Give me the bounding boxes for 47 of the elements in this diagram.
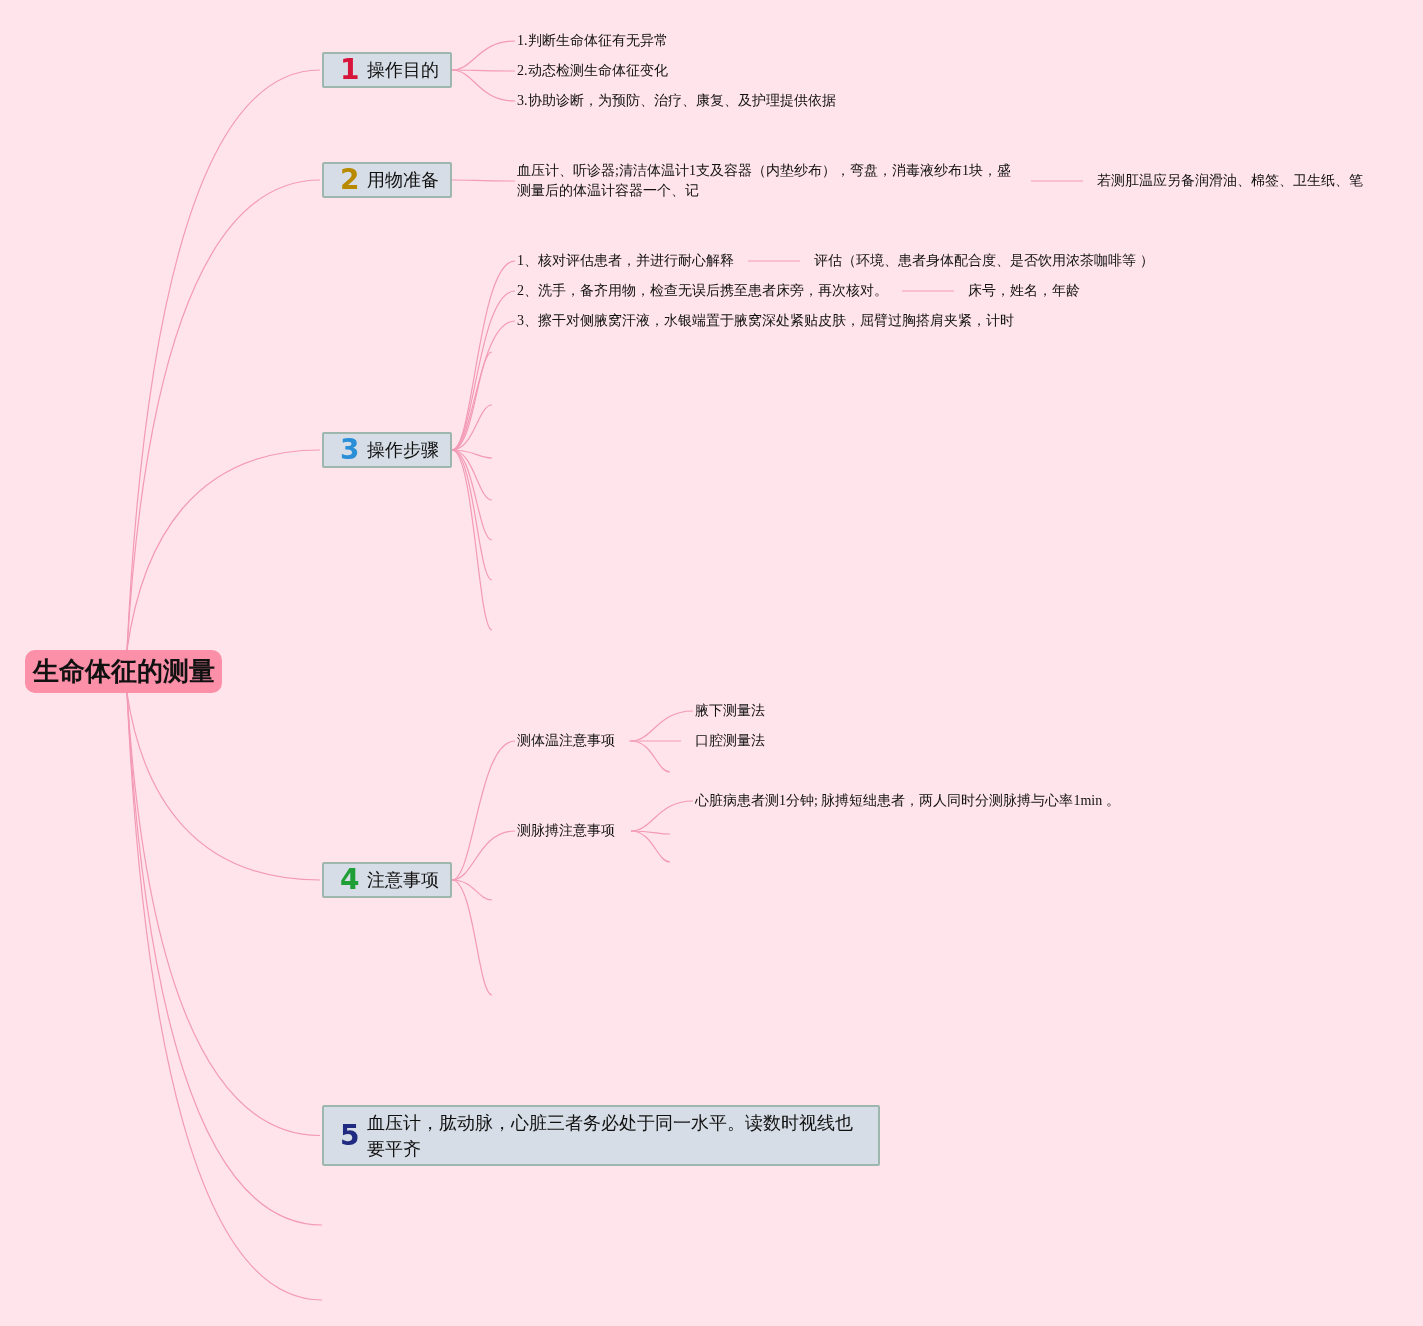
topic-label: 操作步骤 — [367, 439, 440, 462]
topic-text: 1、核对评估患者，并进行耐心解释 — [517, 251, 734, 271]
branch-line — [451, 449, 493, 631]
topic-number: 3 — [340, 436, 360, 464]
branch-line — [126, 69, 321, 651]
topic-box — [322, 162, 452, 198]
topic-box — [322, 52, 452, 88]
topic-text: 2、洗手，备齐用物，检查无误后携至患者床旁，再次核对。 — [517, 281, 888, 301]
topic-text: 若测肛温应另备润滑油、棉签、卫生纸、笔 — [1097, 171, 1363, 191]
topic-text: 血压计、听诊器;清洁体温计1支及容器（内垫纱布），弯盘，消毒液纱布1块，盛测量后的体温计容器一个、记 — [517, 161, 1017, 201]
branch-line — [126, 449, 321, 651]
topic-text: 腋下测量法 — [695, 701, 765, 721]
topic-number: 2 — [340, 166, 360, 194]
root-topic: 生命体征的测量 — [25, 650, 222, 693]
topic-text: 1.判断生命体征有无异常 — [517, 31, 668, 51]
branch-line — [451, 179, 516, 182]
branch-line — [126, 179, 321, 651]
topic-number: 4 — [340, 866, 360, 894]
branch-line — [1030, 180, 1084, 182]
topic-text: 测体温注意事项 — [517, 731, 615, 751]
branch-line — [630, 740, 671, 773]
topic-number: 5 — [340, 1121, 360, 1150]
topic-box — [322, 862, 452, 898]
topic-text: 3、擦干对侧腋窝汗液，水银端置于腋窝深处紧贴皮肤，屈臂过胸搭肩夹紧，计时 — [517, 311, 1014, 331]
branch-line — [630, 830, 671, 835]
topic-text: 3.协助诊断，为预防、治疗、康复、及护理提供依据 — [517, 91, 836, 111]
topic-text: 测脉搏注意事项 — [517, 821, 615, 841]
topic-label: 注意事项 — [367, 869, 440, 892]
topic-label: 操作目的 — [367, 59, 440, 82]
topic-box — [322, 432, 452, 468]
topic-text: 评估（环境、患者身体配合度、是否饮用浓茶咖啡等 ） — [814, 251, 1154, 271]
branch-line — [451, 879, 493, 996]
topic-text: 心脏病患者测1分钟; 脉搏短绌患者，两人同时分测脉搏与心率1min 。 — [695, 791, 1120, 811]
branch-line — [451, 69, 516, 72]
branch-line — [747, 260, 801, 262]
topic-text: 口腔测量法 — [695, 731, 765, 751]
branch-line — [630, 830, 671, 863]
topic-label: 用物准备 — [367, 169, 440, 192]
branch-line — [451, 69, 516, 102]
topic-text: 2.动态检测生命体征变化 — [517, 61, 668, 81]
branch-line — [901, 290, 955, 292]
branch-line — [451, 879, 493, 901]
branch-line — [628, 740, 682, 742]
topic-number: 1 — [340, 56, 360, 84]
topic-text: 床号，姓名，年龄 — [968, 281, 1080, 301]
topic-box — [322, 1105, 880, 1166]
topic-label: 血压计，肱动脉，心脏三者务必处于同一水平。读数时视线也要平齐 — [367, 1111, 855, 1161]
